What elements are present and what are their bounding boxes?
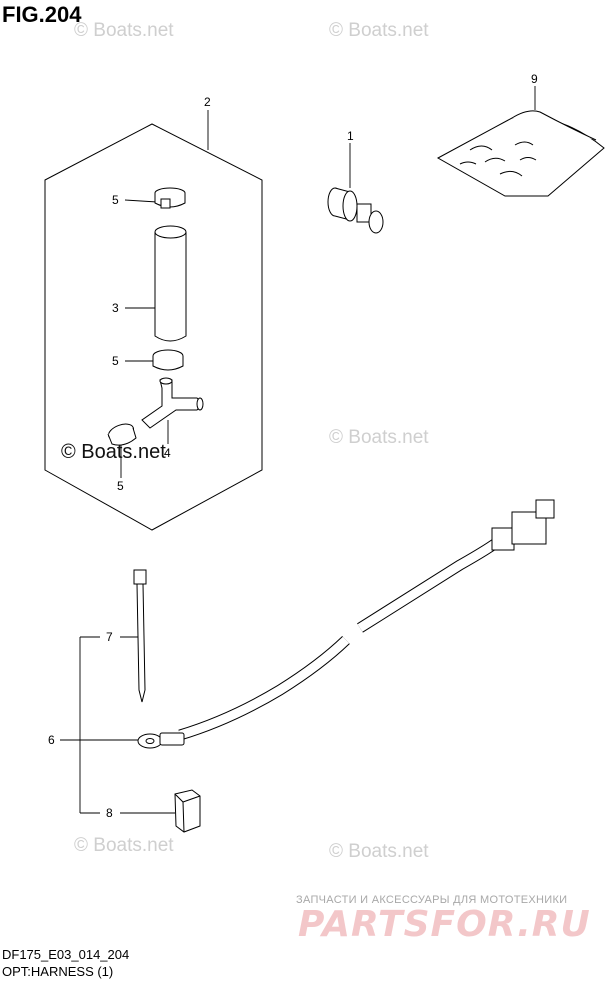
kit-outline bbox=[44, 123, 263, 531]
watermark: © Boats.net bbox=[74, 20, 174, 41]
callout-9: 9 bbox=[531, 72, 538, 86]
watermark: © Boats.net bbox=[329, 841, 429, 862]
callout-5-upper: 5 bbox=[112, 193, 119, 207]
callout-6: 6 bbox=[48, 733, 55, 747]
leader-lines bbox=[60, 86, 536, 814]
figure-title: FIG.204 bbox=[2, 2, 82, 27]
callout-1: 1 bbox=[347, 129, 354, 143]
bag-icon bbox=[436, 110, 605, 197]
callout-5-middle: 5 bbox=[112, 354, 119, 368]
grommet-icon bbox=[327, 187, 384, 234]
watermark: © Boats.net bbox=[329, 20, 429, 41]
model-code: DF175_E03_014_204 bbox=[2, 947, 130, 962]
callout-5-lower: 5 bbox=[117, 479, 124, 493]
section-name: OPT:HARNESS (1) bbox=[2, 964, 114, 979]
clip-lower-icon bbox=[107, 423, 137, 446]
clip-upper-icon bbox=[154, 187, 186, 209]
hose-icon bbox=[154, 225, 187, 342]
watermark: © Boats.net bbox=[74, 835, 174, 856]
shop-tagline: ЗАПЧАСТИ И АКСЕССУАРЫ ДЛЯ МОТОТЕХНИКИ bbox=[296, 894, 568, 906]
ground-harness-icon bbox=[137, 499, 555, 749]
clip-middle-icon bbox=[152, 349, 184, 371]
callout-8: 8 bbox=[106, 806, 113, 820]
watermark: © Boats.net bbox=[61, 441, 166, 463]
callout-3: 3 bbox=[112, 301, 119, 315]
watermark: © Boats.net bbox=[329, 427, 429, 448]
shop-logo: PARTSFOR.RU bbox=[298, 904, 591, 945]
fuse-icon bbox=[174, 789, 201, 833]
joint-icon bbox=[141, 377, 204, 429]
callout-2: 2 bbox=[204, 95, 211, 109]
callout-7: 7 bbox=[106, 630, 113, 644]
tie-icon bbox=[133, 569, 147, 703]
callout-4: 4 bbox=[164, 446, 171, 460]
